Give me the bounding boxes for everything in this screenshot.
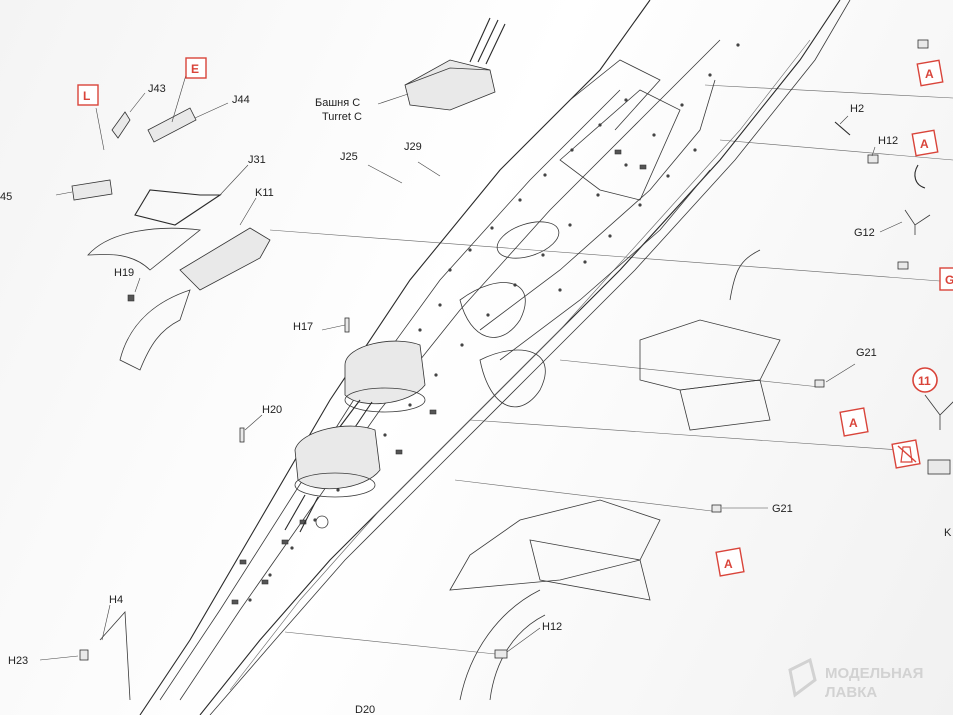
glue-warning-icon <box>891 439 921 469</box>
turret-b <box>284 425 381 533</box>
label-h20: H20 <box>262 404 282 416</box>
callout-a-right: A <box>911 129 939 157</box>
callout-g-edge: G <box>939 267 953 291</box>
label-h19: H19 <box>114 267 134 279</box>
svg-text:11: 11 <box>918 374 931 388</box>
callout-e: E <box>185 57 207 79</box>
ship-hull <box>139 0 851 715</box>
label-k11: K11 <box>255 187 274 199</box>
step-11-callout: 11 <box>912 367 938 393</box>
part-labels: J43 J44 45 J31 K11 H19 H17 H20 H4 H23 H1… <box>0 83 898 715</box>
label-j29: J29 <box>404 141 422 153</box>
callout-a-bottom: A <box>715 547 745 577</box>
display-stand <box>449 249 781 701</box>
svg-text:A: A <box>724 557 733 571</box>
callout-a-top: A <box>916 59 944 87</box>
label-g21-a: G21 <box>856 347 877 359</box>
label-h23: H23 <box>8 655 28 667</box>
deck-holes <box>248 43 740 602</box>
svg-text:A: A <box>849 416 858 430</box>
deck-fittings <box>231 149 647 605</box>
label-h4: H4 <box>109 594 123 606</box>
svg-text:G: G <box>945 273 953 287</box>
turret-c: Башня С Turret C <box>315 17 506 123</box>
svg-text:A: A <box>920 137 929 151</box>
label-j25: J25 <box>340 151 358 163</box>
watermark-line2: ЛАВКА <box>825 684 877 701</box>
label-d20: D20 <box>355 704 375 715</box>
leader-lines <box>39 74 903 661</box>
svg-text:E: E <box>191 62 199 76</box>
label-h17: H17 <box>293 321 313 333</box>
svg-text:L: L <box>83 89 90 103</box>
label-h12-top: H12 <box>878 135 898 147</box>
label-j43: J43 <box>148 83 166 95</box>
label-j44: J44 <box>232 94 250 106</box>
label-g21-b: G21 <box>772 503 793 515</box>
label-k-edge: K <box>944 527 952 539</box>
label-g12: G12 <box>854 227 875 239</box>
label-h2: H2 <box>850 103 864 115</box>
turret-label-ru: Башня С <box>315 97 360 109</box>
loose-parts <box>79 39 953 701</box>
callout-l: L <box>77 84 99 106</box>
svg-text:A: A <box>925 67 934 81</box>
callout-a-mid: A <box>839 407 869 437</box>
turret-label-en: Turret C <box>322 111 362 123</box>
label-j31: J31 <box>248 154 266 166</box>
bow-parts <box>71 107 271 371</box>
watermark: МОДЕЛЬНАЯ ЛАВКА <box>788 657 923 701</box>
watermark-line1: МОДЕЛЬНАЯ <box>825 665 923 682</box>
label-h12-bottom: H12 <box>542 621 562 633</box>
guide-lines <box>269 84 953 656</box>
label-j45: 45 <box>0 191 12 203</box>
